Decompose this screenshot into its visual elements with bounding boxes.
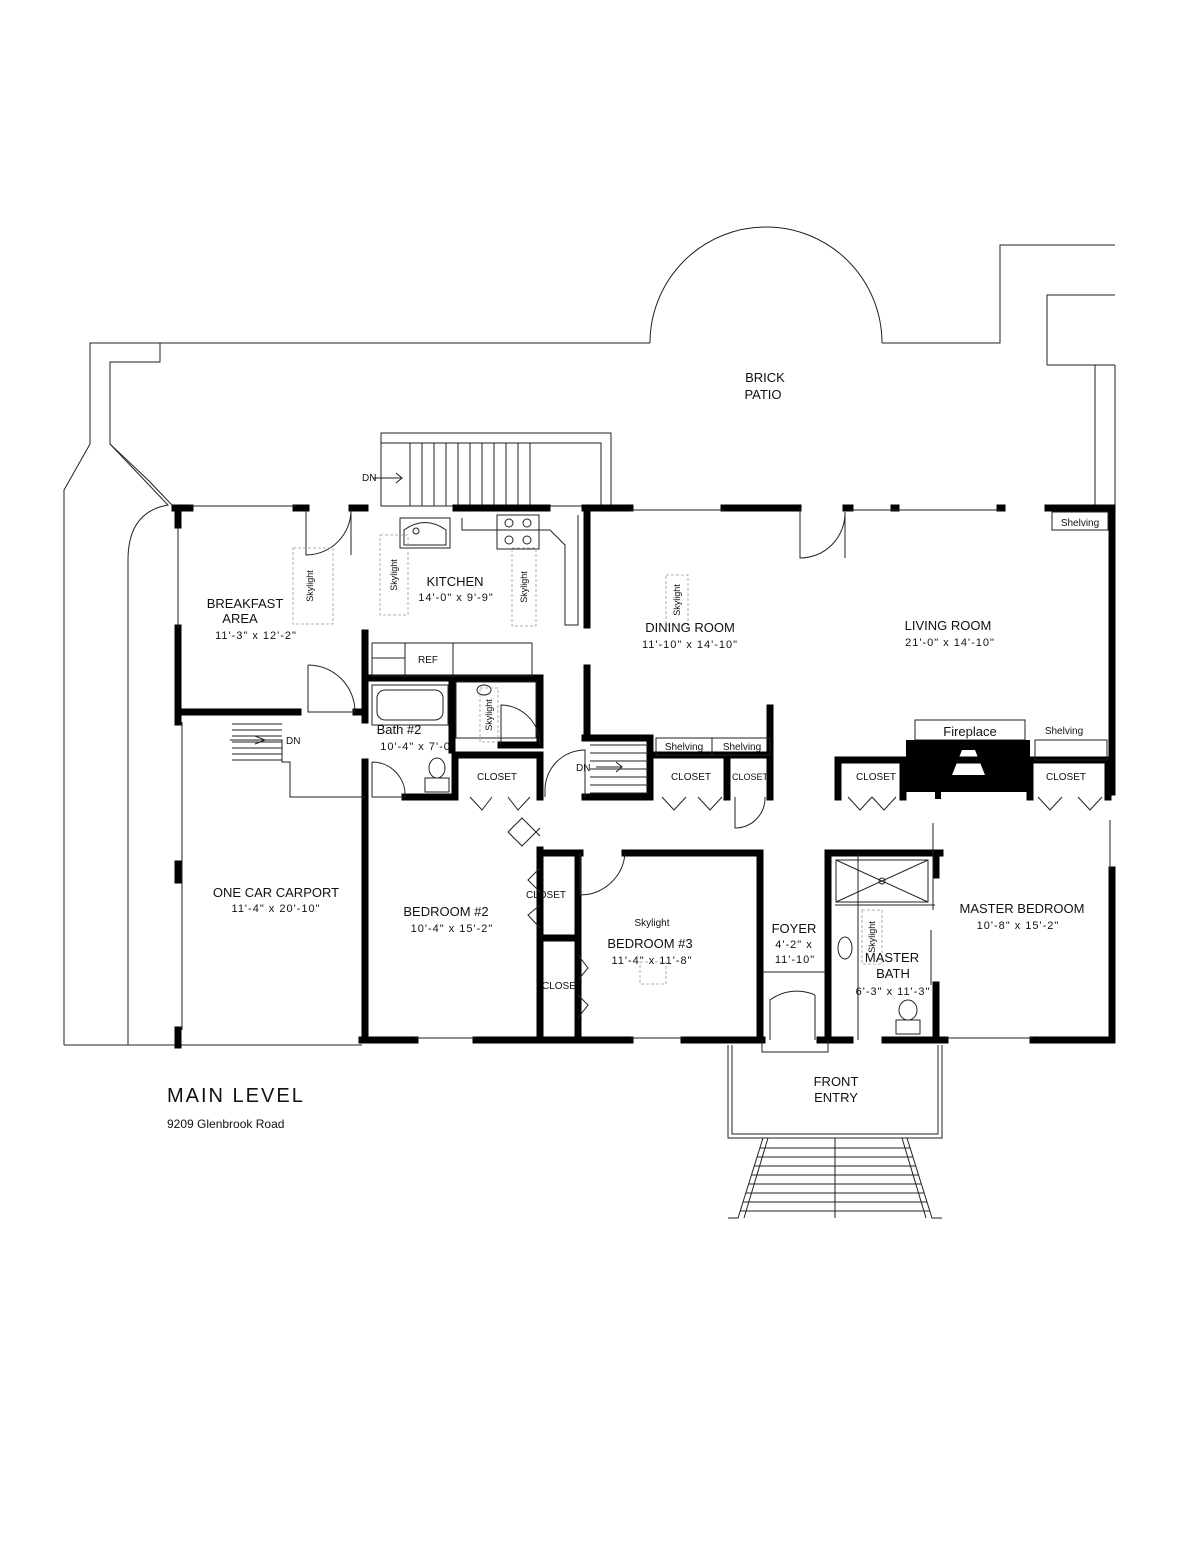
carport-dim: 11'-4" x 20'-10" — [232, 903, 321, 915]
plan-address: 9209 Glenbrook Road — [167, 1117, 284, 1131]
front-entry-label-2: ENTRY — [814, 1090, 858, 1105]
dn-dining-label: DN — [576, 763, 590, 774]
dn-carport-label: DN — [286, 736, 300, 747]
exterior-walls — [171, 504, 1116, 1049]
fireplace-block — [906, 719, 1030, 799]
breakfast-label-1: BREAKFAST — [207, 596, 284, 611]
skylight-label-kitchen-1: Skylight — [389, 559, 399, 591]
skylight-label-breakfast: Skylight — [305, 570, 315, 602]
skylights — [292, 534, 883, 985]
shelving-label-4: Shelving — [1045, 726, 1083, 737]
bath2-label: Bath #2 — [377, 722, 422, 737]
bath2-dim: 10'-4" x 7'-0" — [380, 741, 456, 753]
kitchen-dim: 14'-0" x 9'-9" — [418, 592, 494, 604]
skylight-label-master-bath: Skylight — [867, 921, 877, 953]
room-labels: BRICK PATIO DN KITCHEN 14'-0" x 9'-9" BR… — [207, 370, 1099, 1105]
bedroom3-label: BEDROOM #3 — [607, 936, 692, 951]
skylight-label-dining: Skylight — [672, 584, 682, 616]
doors — [305, 508, 846, 1040]
skylight-label-kitchen-2: Skylight — [519, 571, 529, 603]
bedroom2-dim: 10'-4" x 15'-2" — [411, 923, 494, 935]
title-block: MAIN LEVEL 9209 Glenbrook Road — [167, 1085, 305, 1131]
shelving-label-3: Shelving — [1061, 518, 1099, 529]
shelving-boxes — [655, 511, 1109, 761]
foyer-dim-1: 4'-2" x — [775, 939, 812, 951]
shelving-label-1: Shelving — [665, 742, 703, 753]
skylight-label-bath2: Skylight — [484, 699, 494, 731]
closet-label-dining-1: CLOSET — [671, 772, 711, 783]
dn-patio-label: DN — [362, 473, 376, 484]
patio-label-1: BRICK — [745, 370, 785, 385]
master-bedroom-dim: 10'-8" x 15'-2" — [977, 920, 1060, 932]
master-bath-dim: 6'-3" x 11'-3" — [856, 986, 931, 998]
bedroom3-dim: 11'-4" x 11'-8" — [611, 955, 692, 967]
patio-outline — [63, 226, 1116, 1046]
dining-label: DINING ROOM — [645, 620, 735, 635]
plan-title: MAIN LEVEL — [167, 1085, 305, 1107]
closet-label-bed3-1: CLOSET — [526, 890, 566, 901]
closet-doors — [469, 796, 1103, 1019]
front-entry — [727, 1040, 943, 1219]
kitchen-label: KITCHEN — [426, 574, 483, 589]
fireplace-label: Fireplace — [943, 724, 996, 739]
foyer-label: FOYER — [772, 921, 817, 936]
shelving-label-2: Shelving — [723, 742, 761, 753]
closet-label-living-1: CLOSET — [856, 772, 896, 783]
front-entry-label-1: FRONT — [814, 1074, 859, 1089]
patio-label-2: PATIO — [744, 387, 781, 402]
breakfast-dim: 11'-3" x 12'-2" — [215, 630, 297, 642]
closet-label-living-2: CLOSET — [1046, 772, 1086, 783]
patio-stair — [373, 432, 612, 507]
closet-label-bath: CLOSET — [477, 772, 517, 783]
bedroom2-label: BEDROOM #2 — [403, 904, 488, 919]
foyer-dim-2: 11'-10" — [775, 954, 815, 966]
bedroom3-skylight: Skylight — [634, 918, 669, 929]
ref-label: REF — [418, 655, 438, 666]
master-bath-label-1: MASTER — [865, 950, 919, 965]
breakfast-label-2: AREA — [222, 611, 258, 626]
closet-label-bed3-2: CLOSET — [542, 981, 582, 992]
closet-label-dining-2: CLOSET — [732, 772, 769, 782]
carport-label: ONE CAR CARPORT — [213, 885, 339, 900]
bath-fixtures — [371, 681, 929, 1035]
kitchen-fixtures — [371, 514, 579, 677]
dining-dim: 11'-10" x 14'-10" — [642, 639, 738, 651]
master-bedroom-label: MASTER BEDROOM — [960, 901, 1085, 916]
living-dim: 21'-0" x 14'-10" — [905, 637, 995, 649]
living-label: LIVING ROOM — [905, 618, 992, 633]
interior-stairs — [230, 723, 648, 798]
master-bath-label-2: BATH — [876, 966, 910, 981]
